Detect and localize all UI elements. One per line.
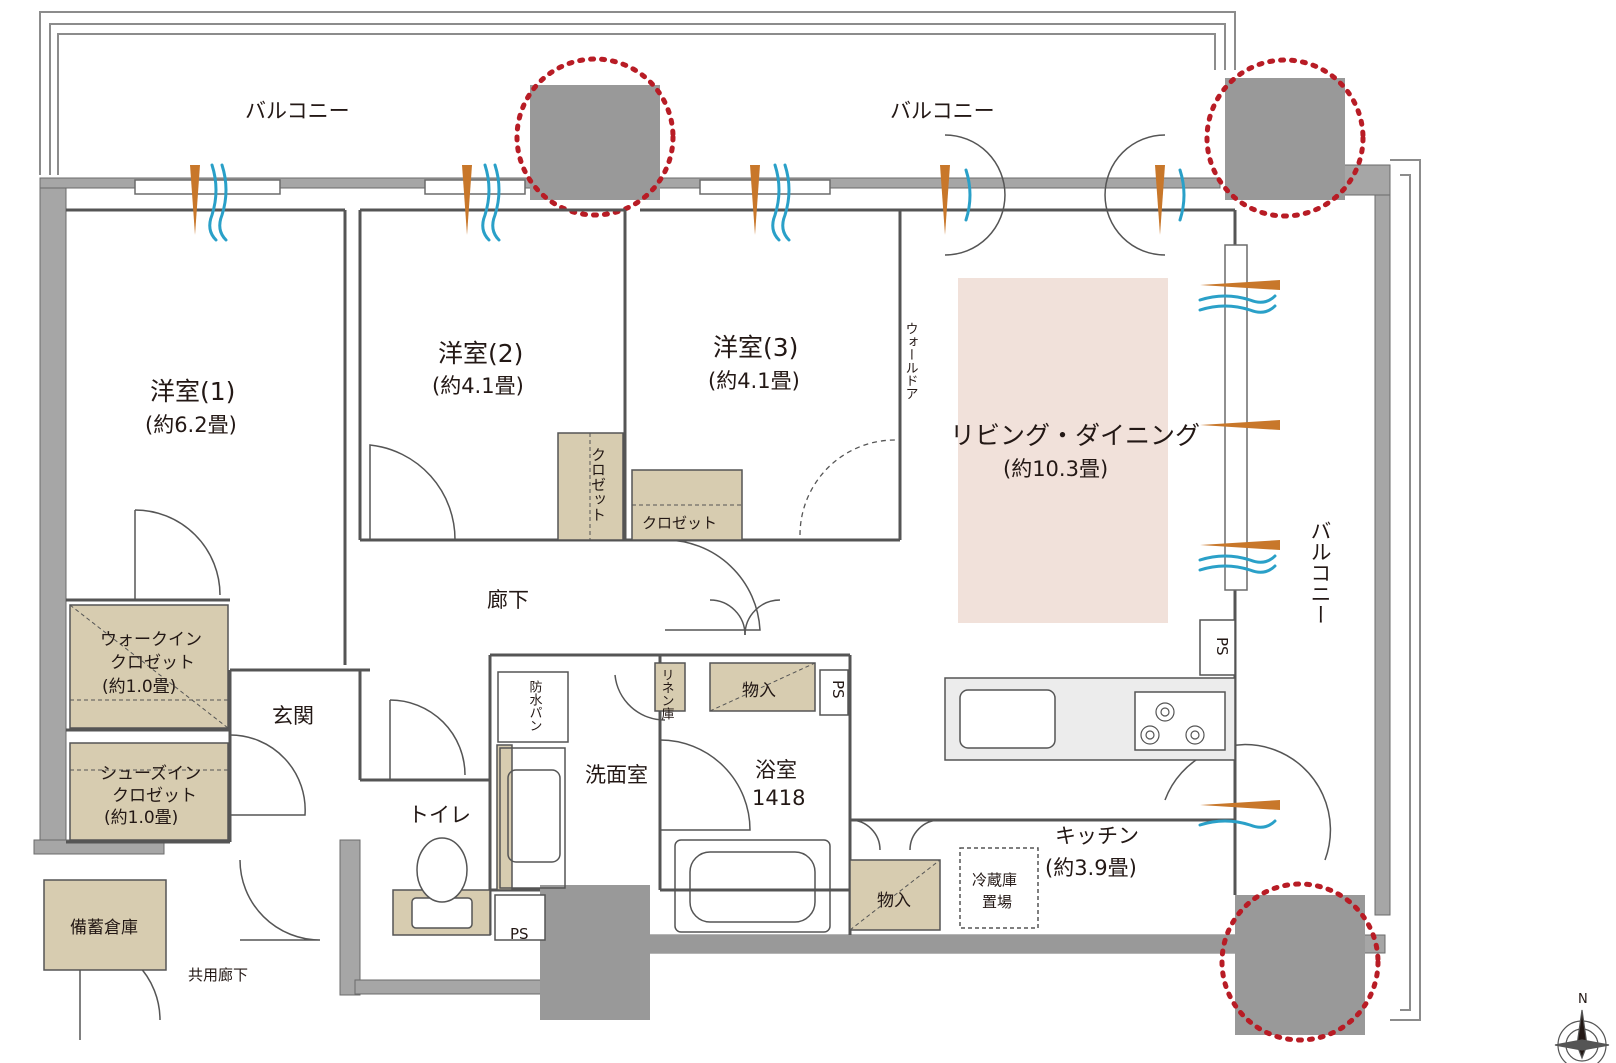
walkin-line1: ウォークイン xyxy=(100,630,202,650)
ps-bottom-label: PS xyxy=(510,925,529,943)
structural-pillar xyxy=(530,78,1365,1035)
entrance-label: 玄関 xyxy=(272,704,314,728)
kitchen-counter xyxy=(944,677,1236,761)
vent-arrow xyxy=(190,165,1280,810)
washroom-label: 洗面室 xyxy=(585,763,648,787)
common-corridor-label: 共用廊下 xyxy=(188,966,248,984)
closet-vertical-label: クロゼット xyxy=(589,447,607,522)
storage2-label: 物入 xyxy=(877,891,911,911)
western3-name: 洋室(3) xyxy=(713,333,798,362)
living-floor-area xyxy=(958,278,1168,623)
balcony-rail xyxy=(39,11,1421,1021)
western2-name: 洋室(2) xyxy=(438,339,523,368)
breeze-line xyxy=(208,163,1277,829)
outer-wall xyxy=(33,164,1391,996)
washroom-fixture xyxy=(497,671,569,889)
stove xyxy=(1134,691,1226,751)
closet-rod xyxy=(69,433,941,931)
walkin-area: (約1.0畳) xyxy=(102,677,176,697)
kitchen-sink xyxy=(959,689,1056,749)
pillar-marker xyxy=(514,56,1381,1043)
wall-door-label: ウォールドア xyxy=(903,322,918,400)
fridge-space xyxy=(959,847,1039,929)
bathroom-size: 1418 xyxy=(752,786,805,810)
balcony-label-right: バルコニー xyxy=(1308,520,1332,625)
balcony-label-center: バルコニー xyxy=(890,99,995,123)
fridge-line1: 冷蔵庫 xyxy=(972,871,1017,889)
kitchen-name: キッチン xyxy=(1055,824,1139,848)
compass-n-label: N xyxy=(1578,992,1588,1007)
toilet-fixture xyxy=(411,837,473,929)
storage1-label: 物入 xyxy=(742,681,776,701)
compass-icon xyxy=(1554,1009,1610,1063)
western1-name: 洋室(1) xyxy=(150,377,235,406)
walkin-line2: クロゼット xyxy=(110,653,195,673)
ps-storage-label: PS xyxy=(829,680,847,699)
balcony-label-left: バルコニー xyxy=(245,99,350,123)
stove-burner xyxy=(1140,702,1205,745)
kitchen-area: (約3.9畳) xyxy=(1045,856,1137,880)
toilet-label: トイレ xyxy=(408,803,471,827)
closet-label: クロゼット xyxy=(642,514,717,532)
fridge-line2: 置場 xyxy=(982,893,1012,911)
western3-area: (約4.1畳) xyxy=(708,369,800,393)
storage-shed-label: 備蓄倉庫 xyxy=(70,918,138,938)
linen-label: リネン庫 xyxy=(659,668,675,720)
shoesin-area: (約1.0畳) xyxy=(104,808,178,828)
western1-area: (約6.2畳) xyxy=(145,413,237,437)
bathtub xyxy=(674,839,831,933)
ps-box xyxy=(494,619,1236,941)
hallway-label: 廊下 xyxy=(487,588,529,612)
living-name: リビング・ダイニング xyxy=(950,421,1200,450)
waterproof-pan-label: 防水パン xyxy=(527,679,543,732)
door-swing xyxy=(79,134,1332,1040)
ps-right-label: PS xyxy=(1213,637,1231,656)
interior-wall xyxy=(66,208,1237,935)
living-area: (約10.3畳) xyxy=(1003,457,1108,481)
western2-area: (約4.1畳) xyxy=(432,374,524,398)
shoesin-line1: シューズイン xyxy=(100,764,201,784)
bathroom-name: 浴室 xyxy=(755,758,797,782)
shoesin-line2: クロゼット xyxy=(112,786,197,806)
wall-door-swing xyxy=(799,439,896,536)
